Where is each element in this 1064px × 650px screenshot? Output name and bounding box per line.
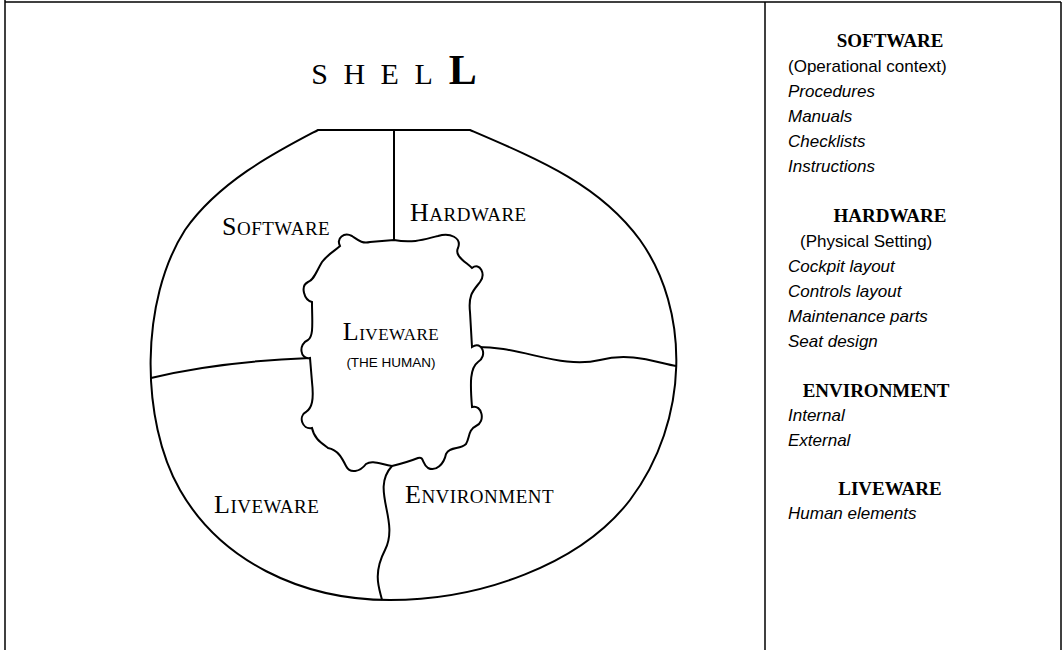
- legend-item: Instructions: [788, 157, 875, 177]
- pot-outline: [151, 130, 677, 600]
- region-label-box: SOFTWARE: [222, 212, 330, 242]
- diagram-title: S H E LL: [311, 46, 477, 94]
- legend-heading: HARDWARE: [834, 205, 947, 227]
- region-name: LIVEWARE: [312, 317, 470, 347]
- title-letters: S H E L: [311, 57, 437, 91]
- puzzle-text-group: LIVEWARE (THE HUMAN): [312, 317, 470, 370]
- region-subtitle: (THE HUMAN): [312, 355, 470, 370]
- legend-item: Maintenance parts: [788, 307, 928, 327]
- legend-item: Internal: [788, 406, 845, 426]
- region-label-box: LIVEWARE: [214, 490, 319, 520]
- legend-item: Human elements: [788, 504, 917, 524]
- legend-item: Seat design: [788, 332, 878, 352]
- region-divider: [472, 347, 676, 366]
- legend-item: Checklists: [788, 132, 865, 152]
- legend-subtitle: (Physical Setting): [800, 232, 932, 252]
- puzzle-piece: LIVEWARE (THE HUMAN): [300, 232, 485, 477]
- frame-line: [4, 0, 6, 650]
- frame-line: [5, 1, 1061, 3]
- legend-subtitle: (Operational context): [788, 57, 947, 77]
- puzzle-outline: [301, 235, 483, 471]
- column-divider: [764, 2, 766, 650]
- region-name: SOFTWARE: [222, 212, 330, 242]
- legend-heading: ENVIRONMENT: [803, 380, 950, 402]
- legend-item: Controls layout: [788, 282, 901, 302]
- region-divider: [378, 466, 392, 600]
- legend-item: External: [788, 431, 850, 451]
- puzzle-outline: [300, 232, 485, 477]
- title-letter: L: [449, 46, 477, 94]
- legend-heading: SOFTWARE: [837, 30, 944, 52]
- legend-item: Procedures: [788, 82, 875, 102]
- legend-item: Cockpit layout: [788, 257, 895, 277]
- frame-line: [1060, 2, 1062, 650]
- region-name: LIVEWARE: [214, 490, 319, 520]
- legend-item: Manuals: [788, 107, 852, 127]
- region-name: HARDWARE: [410, 198, 527, 228]
- region-label-box: ENVIRONMENT: [405, 480, 554, 510]
- region-divider: [393, 130, 395, 240]
- region-divider: [151, 358, 310, 378]
- legend-heading: LIVEWARE: [838, 478, 941, 500]
- region-label-box: HARDWARE: [410, 198, 527, 228]
- region-name: ENVIRONMENT: [405, 480, 554, 510]
